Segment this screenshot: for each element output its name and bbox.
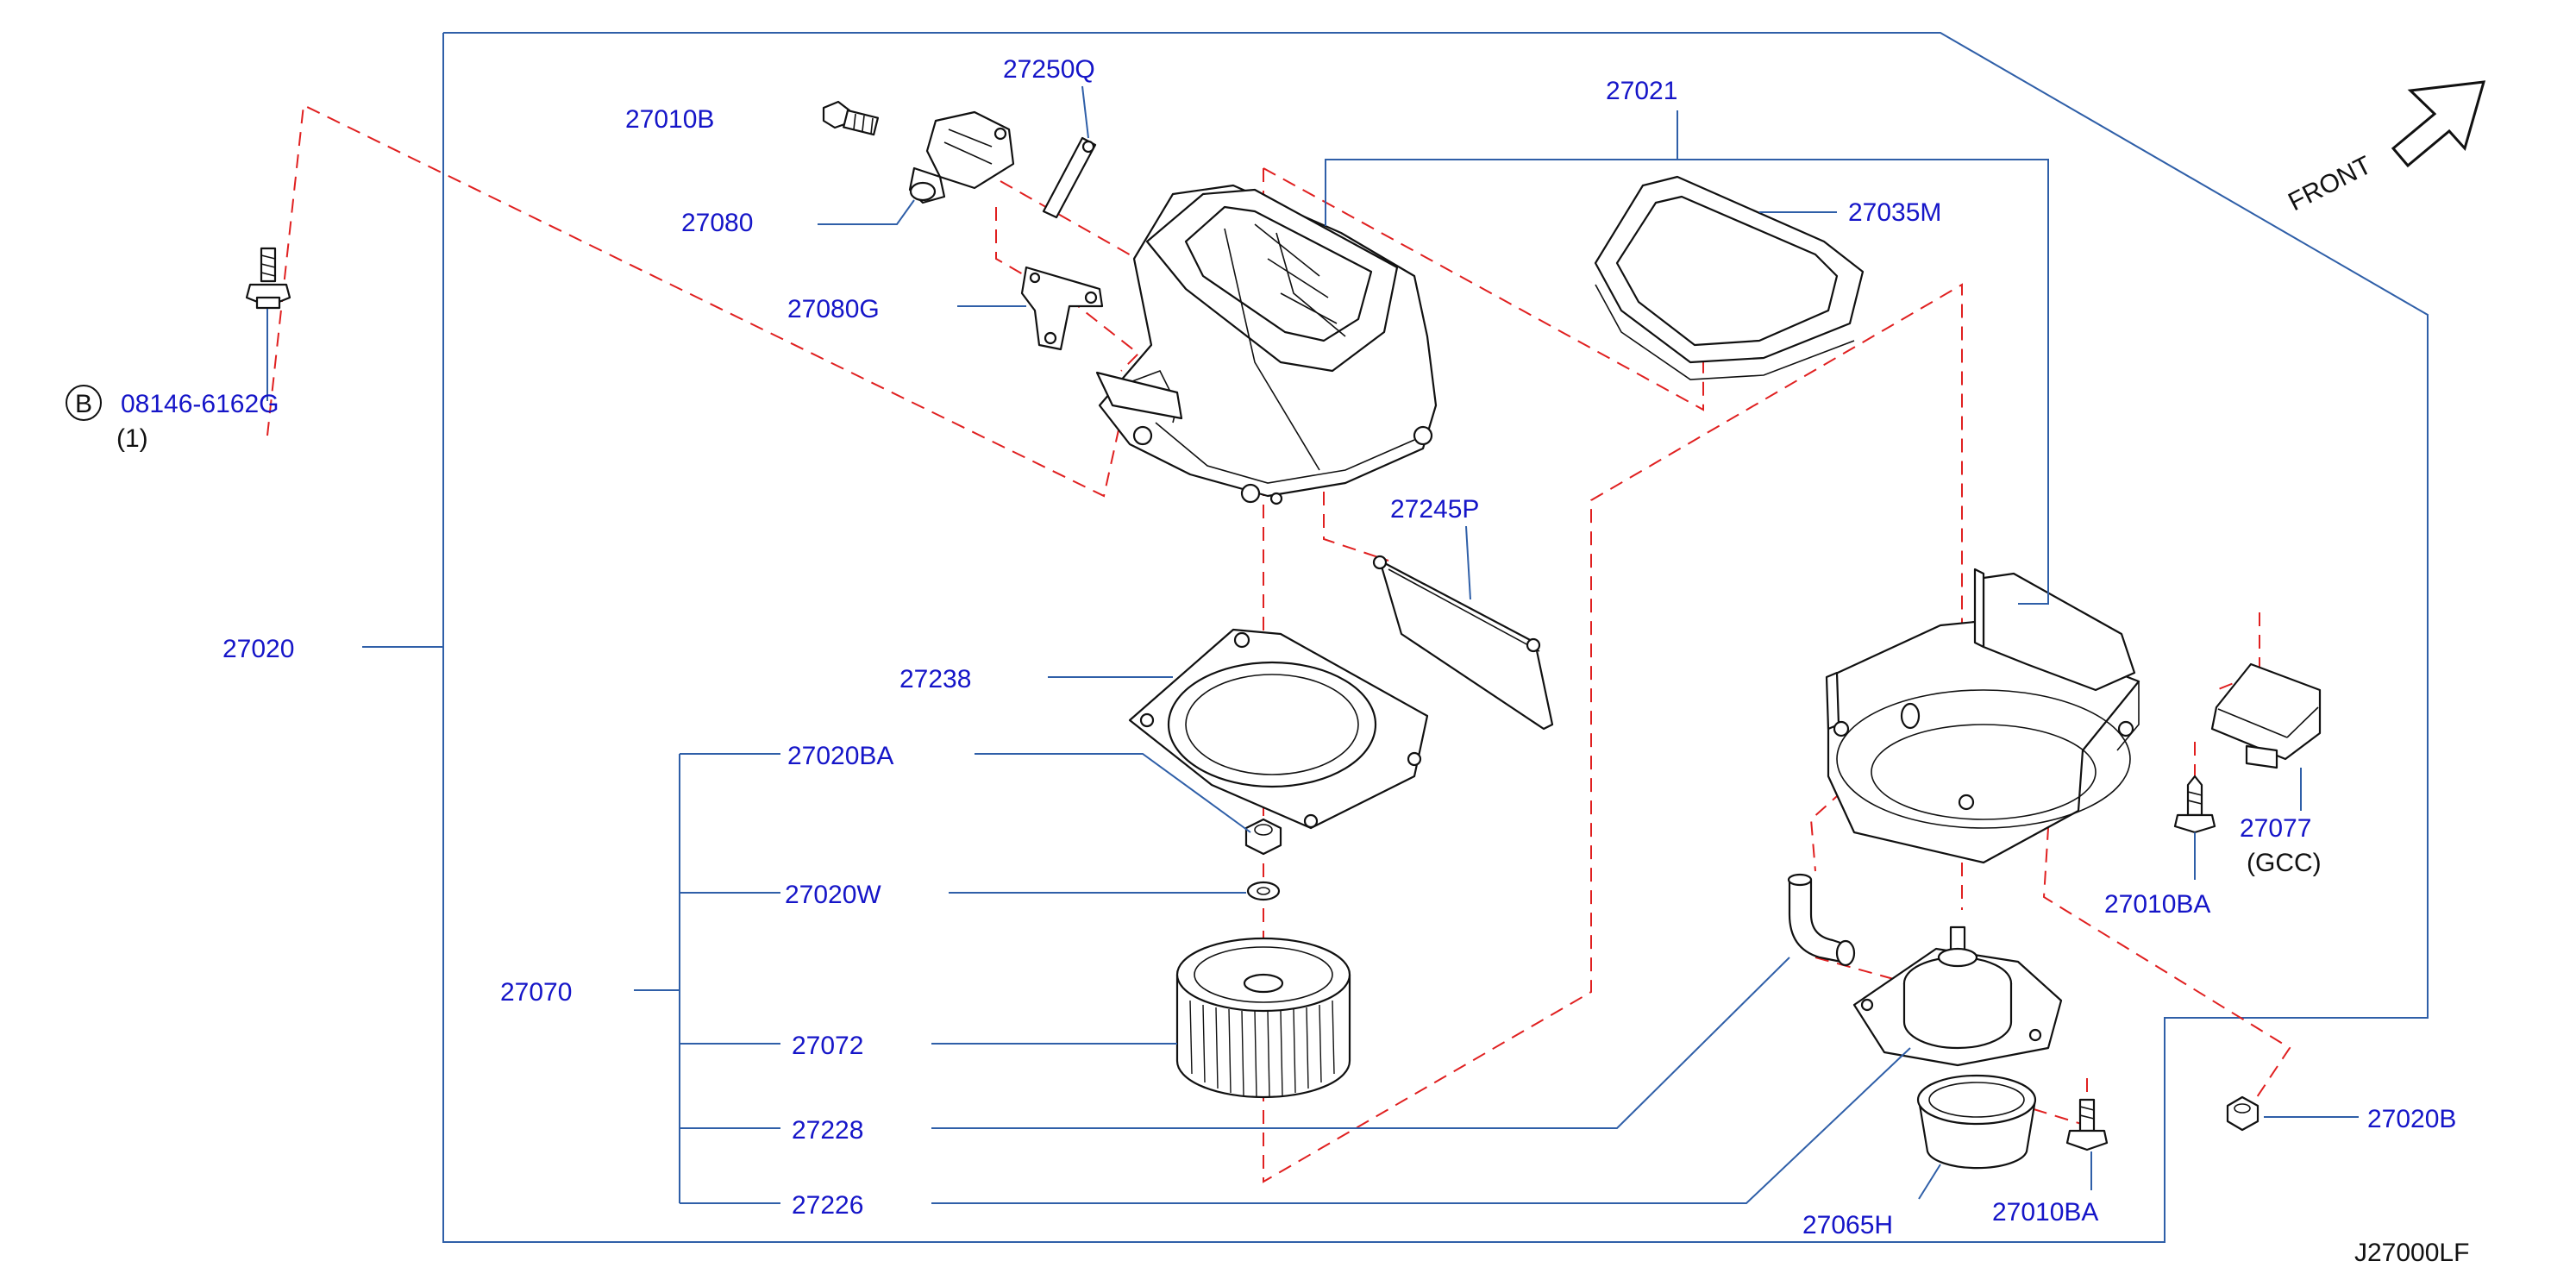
screw-27010b-drawing bbox=[822, 100, 880, 136]
link-27250q-drawing bbox=[1042, 136, 1097, 219]
bracket-27080g-drawing bbox=[1020, 266, 1104, 351]
nut-27020ba-drawing bbox=[1244, 818, 1282, 856]
seal-27035m-drawing bbox=[1594, 175, 1865, 380]
label-27020ba: 27020BA bbox=[787, 742, 893, 770]
intake-housing-drawing bbox=[1095, 184, 1438, 505]
label-27228: 27228 bbox=[792, 1116, 863, 1145]
label-27080: 27080 bbox=[681, 209, 753, 237]
label-27021: 27021 bbox=[1606, 77, 1677, 105]
gasket-27238-drawing bbox=[1128, 628, 1429, 830]
front-label: FRONT bbox=[2284, 151, 2376, 216]
fan-27072-drawing bbox=[1175, 937, 1351, 1099]
label-27010b: 27010B bbox=[625, 105, 714, 134]
label-27010ba-bottom: 27010BA bbox=[1992, 1198, 2098, 1227]
label-27245p: 27245P bbox=[1390, 495, 1479, 524]
front-direction-arrow: FRONT bbox=[2284, 80, 2486, 216]
assembly-frame bbox=[442, 32, 2429, 1243]
screw-27010ba-right-drawing bbox=[2173, 775, 2216, 834]
badge-b-letter: B bbox=[75, 390, 92, 418]
label-27020b: 27020B bbox=[2367, 1105, 2456, 1133]
label-27080g: 27080G bbox=[787, 295, 880, 323]
cup-27065h-drawing bbox=[1916, 1074, 2037, 1170]
label-08146-6162g: 08146-6162G bbox=[121, 390, 279, 418]
label-27020w: 27020W bbox=[785, 881, 881, 909]
leader-lines bbox=[266, 85, 2359, 1204]
diagram-code: J27000LF bbox=[2354, 1239, 2469, 1267]
nut-27020b-drawing bbox=[2226, 1095, 2259, 1132]
blower-case-drawing bbox=[1825, 568, 2140, 864]
bolt-08146-drawing bbox=[245, 247, 291, 310]
actuator-27080-drawing bbox=[908, 110, 1015, 204]
label-27010ba-right: 27010BA bbox=[2104, 890, 2210, 919]
label-27072: 27072 bbox=[792, 1032, 863, 1060]
screw-27010ba-bottom-drawing bbox=[2065, 1098, 2109, 1151]
badge-b-circle bbox=[66, 385, 102, 421]
label-27077-note: (GCC) bbox=[2247, 849, 2322, 877]
label-27070: 27070 bbox=[500, 978, 572, 1007]
filter-27245p-drawing bbox=[1372, 555, 1554, 731]
resistor-27077-drawing bbox=[2210, 662, 2322, 769]
label-27077: 27077 bbox=[2240, 814, 2311, 843]
part-labels: 27250Q 27010B 27021 27080 27035M 27080G … bbox=[66, 55, 2469, 1267]
motor-27226-drawing bbox=[1852, 925, 2063, 1067]
label-27035m: 27035M bbox=[1848, 198, 1941, 227]
washer-27020w-drawing bbox=[1246, 881, 1281, 901]
hose-27228-drawing bbox=[1787, 873, 1856, 967]
label-27065h: 27065H bbox=[1802, 1211, 1893, 1239]
label-27226: 27226 bbox=[792, 1191, 863, 1220]
label-27020: 27020 bbox=[223, 635, 294, 663]
label-27238: 27238 bbox=[899, 665, 971, 693]
label-08146-qty: (1) bbox=[116, 424, 148, 453]
label-27250q: 27250Q bbox=[1003, 55, 1095, 84]
